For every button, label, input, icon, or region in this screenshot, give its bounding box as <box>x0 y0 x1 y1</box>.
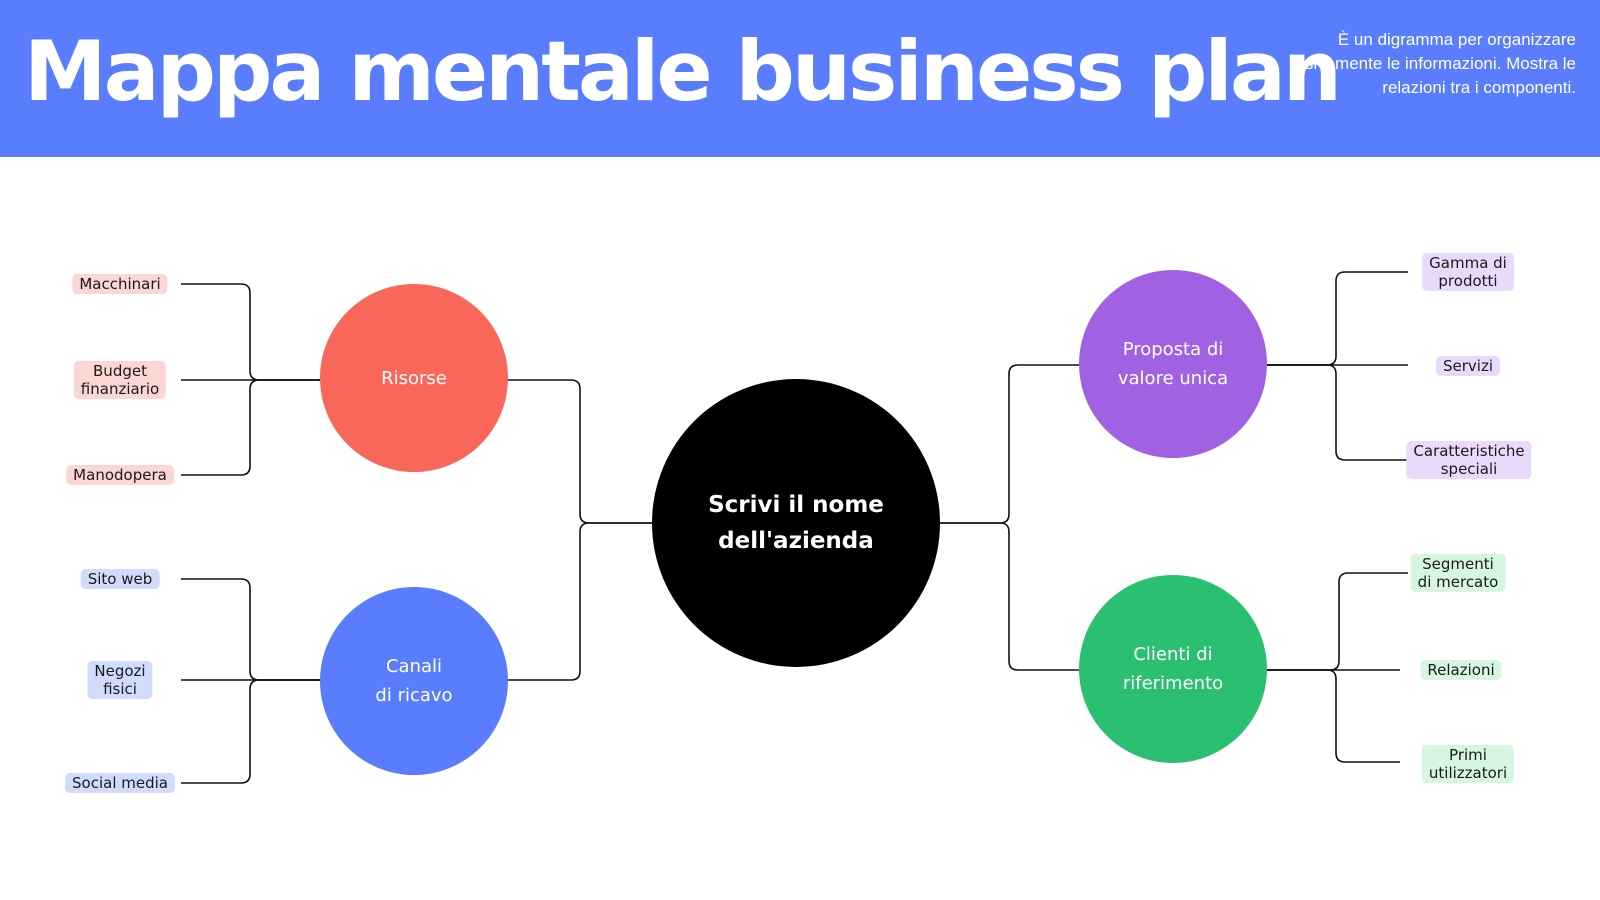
leaf-caratteristiche-speciali: Caratteristiche speciali <box>1406 441 1532 479</box>
connector-manodopera <box>181 379 320 476</box>
connector-primi <box>1267 669 1400 763</box>
connector-segmenti <box>1267 572 1408 671</box>
node-clienti-di-riferimento: Clienti di riferimento <box>1079 575 1267 763</box>
node-proposta-di-valore: Proposta di valore unica <box>1079 270 1267 458</box>
page-title: Mappa mentale business plan <box>24 23 1342 120</box>
connector-sito-web <box>181 578 320 681</box>
node-risorse-label: Risorse <box>381 367 447 389</box>
leaf-manodopera: Manodopera <box>66 465 174 485</box>
connector-center-proposta <box>940 364 1079 524</box>
connector-center-canali <box>508 522 652 681</box>
node-canali-di-ricavo: Canali di ricavo <box>320 587 508 775</box>
connector-center-clienti <box>940 522 1079 671</box>
header-banner: Mappa mentale business plan È un digramm… <box>0 0 1600 157</box>
leaf-relazioni: Relazioni <box>1420 660 1502 680</box>
node-clienti-label: Clienti di riferimento <box>1122 644 1224 694</box>
center-node: Scrivi il nome dell'azienda <box>652 379 940 667</box>
connector-caratteristiche <box>1267 364 1408 461</box>
page-subtitle: È un digramma per organizzare visivament… <box>1292 30 1576 97</box>
leaf-segmenti-di-mercato: Segmenti di mercato <box>1410 554 1506 592</box>
node-canali-label: Canali di ricavo <box>375 656 453 706</box>
leaf-sito-web: Sito web <box>80 569 160 589</box>
leaf-social-media: Social media <box>65 773 175 793</box>
leaf-gamma-di-prodotti: Gamma di prodotti <box>1422 253 1514 291</box>
leaf-servizi: Servizi <box>1435 356 1501 376</box>
leaf-primi-utilizzatori: Primi utilizzatori <box>1421 745 1515 783</box>
connector-center-risorse <box>508 379 652 524</box>
connector-macchinari <box>181 283 320 381</box>
leaf-negozi-fisici: Negozi fisici <box>87 661 153 699</box>
connector-gamma <box>1267 271 1408 366</box>
leaf-budget-finanziario: Budget finanziario <box>73 361 167 399</box>
node-proposta-label: Proposta di valore unica <box>1117 339 1229 389</box>
connector-social <box>181 679 320 784</box>
node-risorse: Risorse <box>320 284 508 472</box>
center-node-label: Scrivi il nome dell'azienda <box>708 492 884 554</box>
leaf-macchinari: Macchinari <box>72 274 168 294</box>
